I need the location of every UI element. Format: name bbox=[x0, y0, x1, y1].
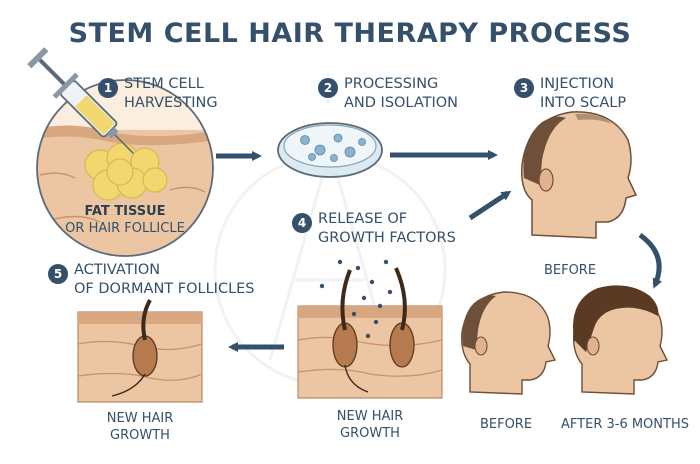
page-title: STEM CELL HAIR THERAPY PROCESS bbox=[68, 18, 632, 49]
curved-arrow-icon bbox=[638, 232, 662, 289]
step-4-label: RELEASE OF GROWTH FACTORS bbox=[318, 211, 456, 246]
step-2-label: PROCESSING AND ISOLATION bbox=[344, 76, 459, 111]
growth-factor-skin-panel bbox=[297, 259, 443, 399]
step-5-label: ACTIVATION OF DORMANT FOLLICLES bbox=[74, 262, 255, 297]
caption-growth-left: NEW HAIR GROWTH bbox=[106, 411, 174, 443]
caption-before-bottom: BEFORE bbox=[479, 417, 533, 432]
step-4-badge: 4 bbox=[292, 213, 312, 233]
caption-fat-tissue: FAT TISSUE bbox=[84, 204, 166, 219]
step-5-badge: 5 bbox=[48, 264, 68, 284]
petri-dish-icon bbox=[277, 122, 383, 178]
head-before-small-icon bbox=[460, 291, 557, 395]
dormant-follicle-skin-panel bbox=[77, 299, 203, 403]
step-1-label: STEM CELL HARVESTING bbox=[124, 76, 218, 111]
growth-factor-dots bbox=[319, 259, 393, 339]
step-3-label: INJECTION INTO SCALP bbox=[540, 76, 627, 111]
fat-tissue-cluster bbox=[84, 142, 168, 201]
caption-growth-center: NEW HAIR GROWTH bbox=[336, 409, 404, 441]
caption-hair-follicle: OR HAIR FOLLICLE bbox=[65, 221, 185, 236]
caption-after: AFTER 3-6 MONTHS bbox=[561, 417, 689, 432]
step-1-badge: 1 bbox=[98, 78, 118, 98]
head-before-icon bbox=[520, 111, 638, 239]
harvest-circle bbox=[36, 79, 214, 257]
step-2-badge: 2 bbox=[318, 78, 338, 98]
head-after-icon bbox=[572, 285, 669, 395]
arrow-diagonal-icon bbox=[468, 190, 512, 221]
step-3-badge: 3 bbox=[514, 78, 534, 98]
caption-before-top: BEFORE bbox=[543, 263, 597, 278]
syringe-icon bbox=[27, 47, 134, 154]
